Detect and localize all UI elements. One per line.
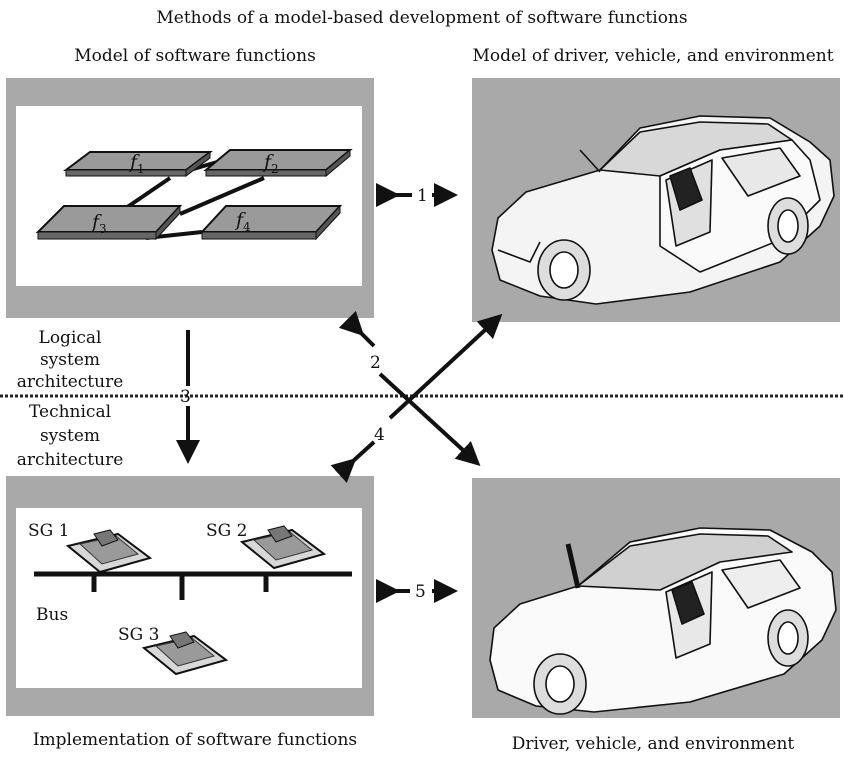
technical-label-3: architecture — [16, 450, 124, 470]
heading-real-vehicle: Driver, vehicle, and environment — [511, 734, 795, 754]
ecu-label-3: SG 3 — [118, 625, 159, 645]
function-block-f2 — [203, 148, 353, 178]
bus-network — [34, 571, 352, 600]
function-label-f4: f4 — [234, 209, 251, 234]
function-block-f4 — [199, 204, 343, 241]
technical-label-2: system — [39, 426, 101, 446]
heading-model-software: Model of software functions — [74, 46, 316, 66]
bus-label: Bus — [36, 605, 68, 625]
logical-label-2: system — [39, 350, 101, 370]
arrow-label-1: 1 — [417, 186, 428, 206]
function-blocks: f1 f2 f3 f4 — [35, 148, 353, 241]
panel-model-software — [6, 78, 374, 318]
heading-model-vehicle: Model of driver, vehicle, and environmen… — [472, 46, 834, 66]
arrow-label-2: 2 — [370, 353, 381, 373]
ecu-label-1: SG 1 — [28, 521, 69, 541]
function-block-f1 — [63, 151, 213, 177]
ecu-label-2: SG 2 — [206, 521, 247, 541]
function-label-f1: f1 — [128, 151, 145, 176]
ecu-chip-1 — [65, 529, 153, 574]
arrow-label-5: 5 — [415, 582, 426, 602]
model-car-icon — [491, 115, 835, 305]
ecu-chip-3 — [141, 631, 229, 676]
arrow-4-lower — [330, 440, 376, 483]
arrow-4-upper — [388, 313, 503, 420]
technical-label-1: Technical — [28, 402, 112, 422]
logical-label-1: Logical — [38, 328, 102, 348]
arrow-label-4: 4 — [374, 425, 385, 445]
heading-implementation: Implementation of software functions — [32, 730, 358, 750]
ecu-chip-2 — [239, 525, 327, 570]
logical-label-3: architecture — [16, 372, 124, 392]
arrow-2-lower — [378, 372, 481, 467]
function-label-f3: f3 — [90, 211, 107, 236]
arrow-2-upper — [338, 310, 376, 348]
diagram-title: Methods of a model-based development of … — [156, 8, 688, 28]
panel-implementation — [6, 476, 374, 716]
function-block-f3 — [35, 204, 183, 241]
real-car-icon — [489, 527, 837, 715]
function-label-f2: f2 — [262, 151, 279, 176]
arrow-label-3: 3 — [180, 387, 191, 407]
